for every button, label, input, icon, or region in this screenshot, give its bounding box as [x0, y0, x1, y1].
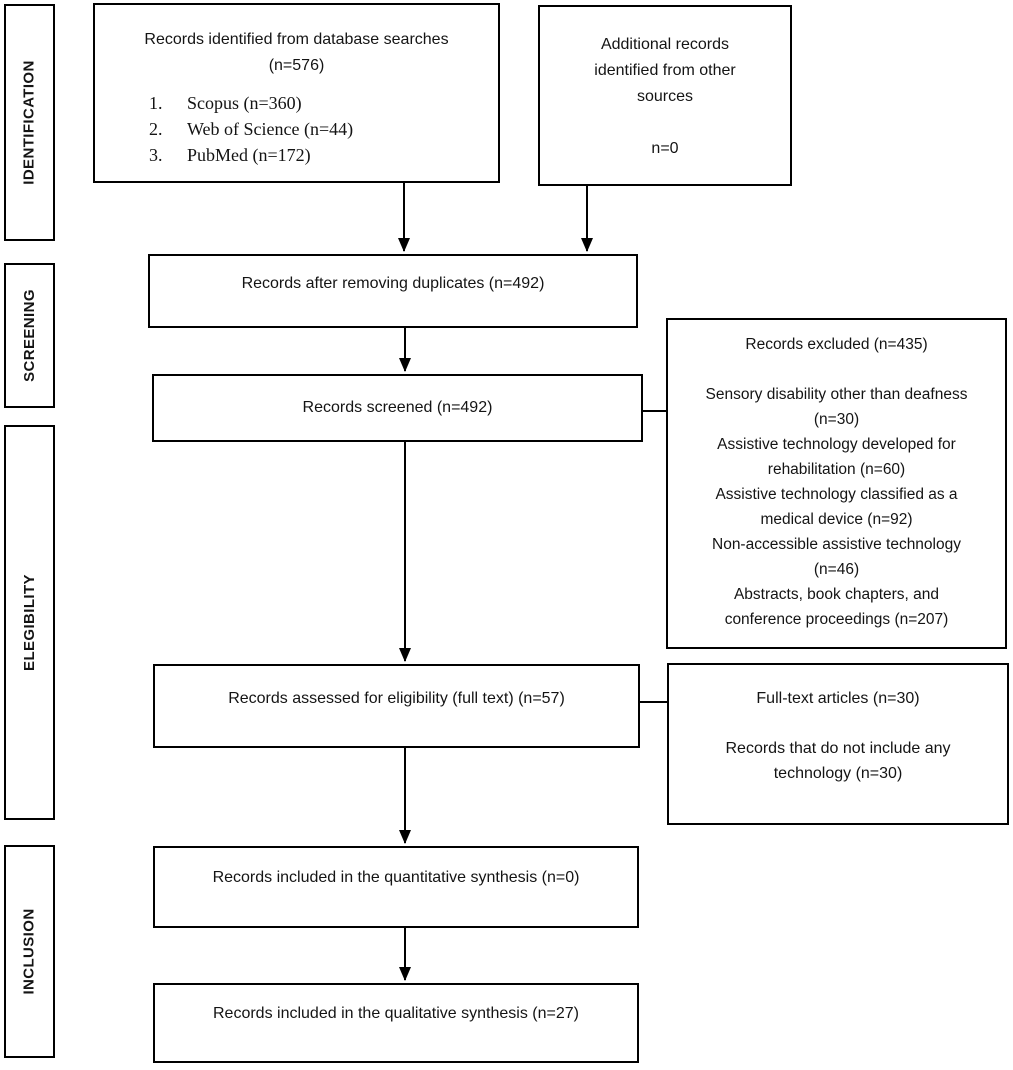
source-label: Scopus (n=360)	[187, 93, 302, 113]
source-label: PubMed (n=172)	[187, 145, 311, 165]
database-source-list: 1. Scopus (n=360) 2. Web of Science (n=4…	[95, 90, 498, 168]
fulltext-excluded-text: Full-text articles (n=30) Records that d…	[725, 690, 951, 782]
stage-elegibility-label: ELEGIBILITY	[21, 574, 38, 671]
box-records-identified: Records identified from database searche…	[93, 3, 500, 183]
box-quantitative-synthesis: Records included in the quantitative syn…	[153, 846, 639, 928]
stage-screening-label: SCREENING	[21, 289, 38, 382]
source-number: 1.	[149, 93, 163, 113]
records-identified-title: Records identified from database searche…	[144, 31, 449, 48]
box-records-excluded: Records excluded (n=435) Sensory disabil…	[666, 318, 1007, 649]
stage-identification: IDENTIFICATION	[4, 4, 55, 241]
quantitative-synthesis-text: Records included in the quantitative syn…	[212, 869, 580, 886]
stage-inclusion-label: INCLUSION	[21, 908, 39, 995]
records-identified-count: (n=576)	[268, 57, 325, 74]
exclusion-reason: Assistive technology developed for rehab…	[717, 436, 956, 478]
additional-records-text: Additional records identified from other…	[594, 36, 736, 157]
stage-elegibility: ELEGIBILITY	[4, 425, 55, 820]
box-fulltext-excluded: Full-text articles (n=30) Records that d…	[667, 663, 1009, 825]
exclusion-reason: Non-accessible assistive technology (n=4…	[712, 536, 961, 578]
records-excluded-title: Records excluded (n=435)	[745, 336, 928, 353]
stage-inclusion: INCLUSION	[4, 845, 55, 1058]
source-number: 3.	[149, 145, 163, 165]
qualitative-synthesis-text: Records included in the qualitative synt…	[213, 1005, 579, 1022]
box-qualitative-synthesis: Records included in the qualitative synt…	[153, 983, 639, 1063]
source-item: 1. Scopus (n=360)	[95, 90, 498, 116]
exclusion-reason: Assistive technology classified as a med…	[715, 486, 958, 528]
source-item: 3. PubMed (n=172)	[95, 142, 498, 168]
exclusion-reason: Sensory disability other than deafness (…	[705, 386, 968, 428]
box-records-assessed: Records assessed for eligibility (full t…	[153, 664, 640, 748]
records-screened-text: Records screened (n=492)	[302, 399, 493, 416]
source-label: Web of Science (n=44)	[187, 119, 354, 139]
source-item: 2. Web of Science (n=44)	[95, 116, 498, 142]
box-records-screened: Records screened (n=492)	[152, 374, 643, 442]
exclusion-reason: Abstracts, book chapters, and conference…	[724, 586, 949, 628]
source-number: 2.	[149, 119, 163, 139]
records-assessed-text: Records assessed for eligibility (full t…	[228, 690, 565, 707]
duplicates-removed-text: Records after removing duplicates (n=492…	[241, 275, 545, 292]
stage-identification-label: IDENTIFICATION	[21, 60, 39, 185]
box-additional-records: Additional records identified from other…	[538, 5, 792, 186]
box-duplicates-removed: Records after removing duplicates (n=492…	[148, 254, 638, 328]
stage-screening: SCREENING	[4, 263, 55, 408]
